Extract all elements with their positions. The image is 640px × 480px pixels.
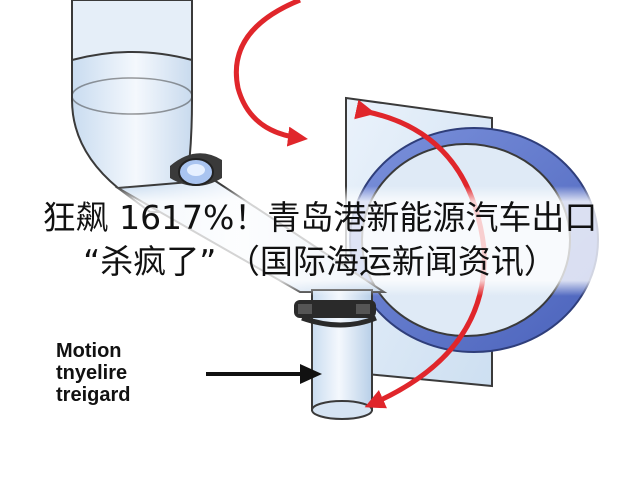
bracket-eye-icon [170, 153, 222, 186]
rotation-arrow-icon [233, 0, 308, 147]
headline-line-1: 狂飙 1617%！青岛港新能源汽车出口 [42, 198, 598, 237]
motion-label: Motion tnyelire treigard [56, 340, 130, 406]
motion-label-line-3: treigard [56, 384, 131, 406]
headline-line-2: “杀疯了” （国际海运新闻资讯） [83, 242, 557, 281]
caption-band [0, 186, 640, 296]
motion-label-line-2: tnyelire [56, 362, 128, 384]
motion-label-line-1: Motion [56, 340, 122, 362]
pointer-arrow-icon [206, 364, 322, 384]
